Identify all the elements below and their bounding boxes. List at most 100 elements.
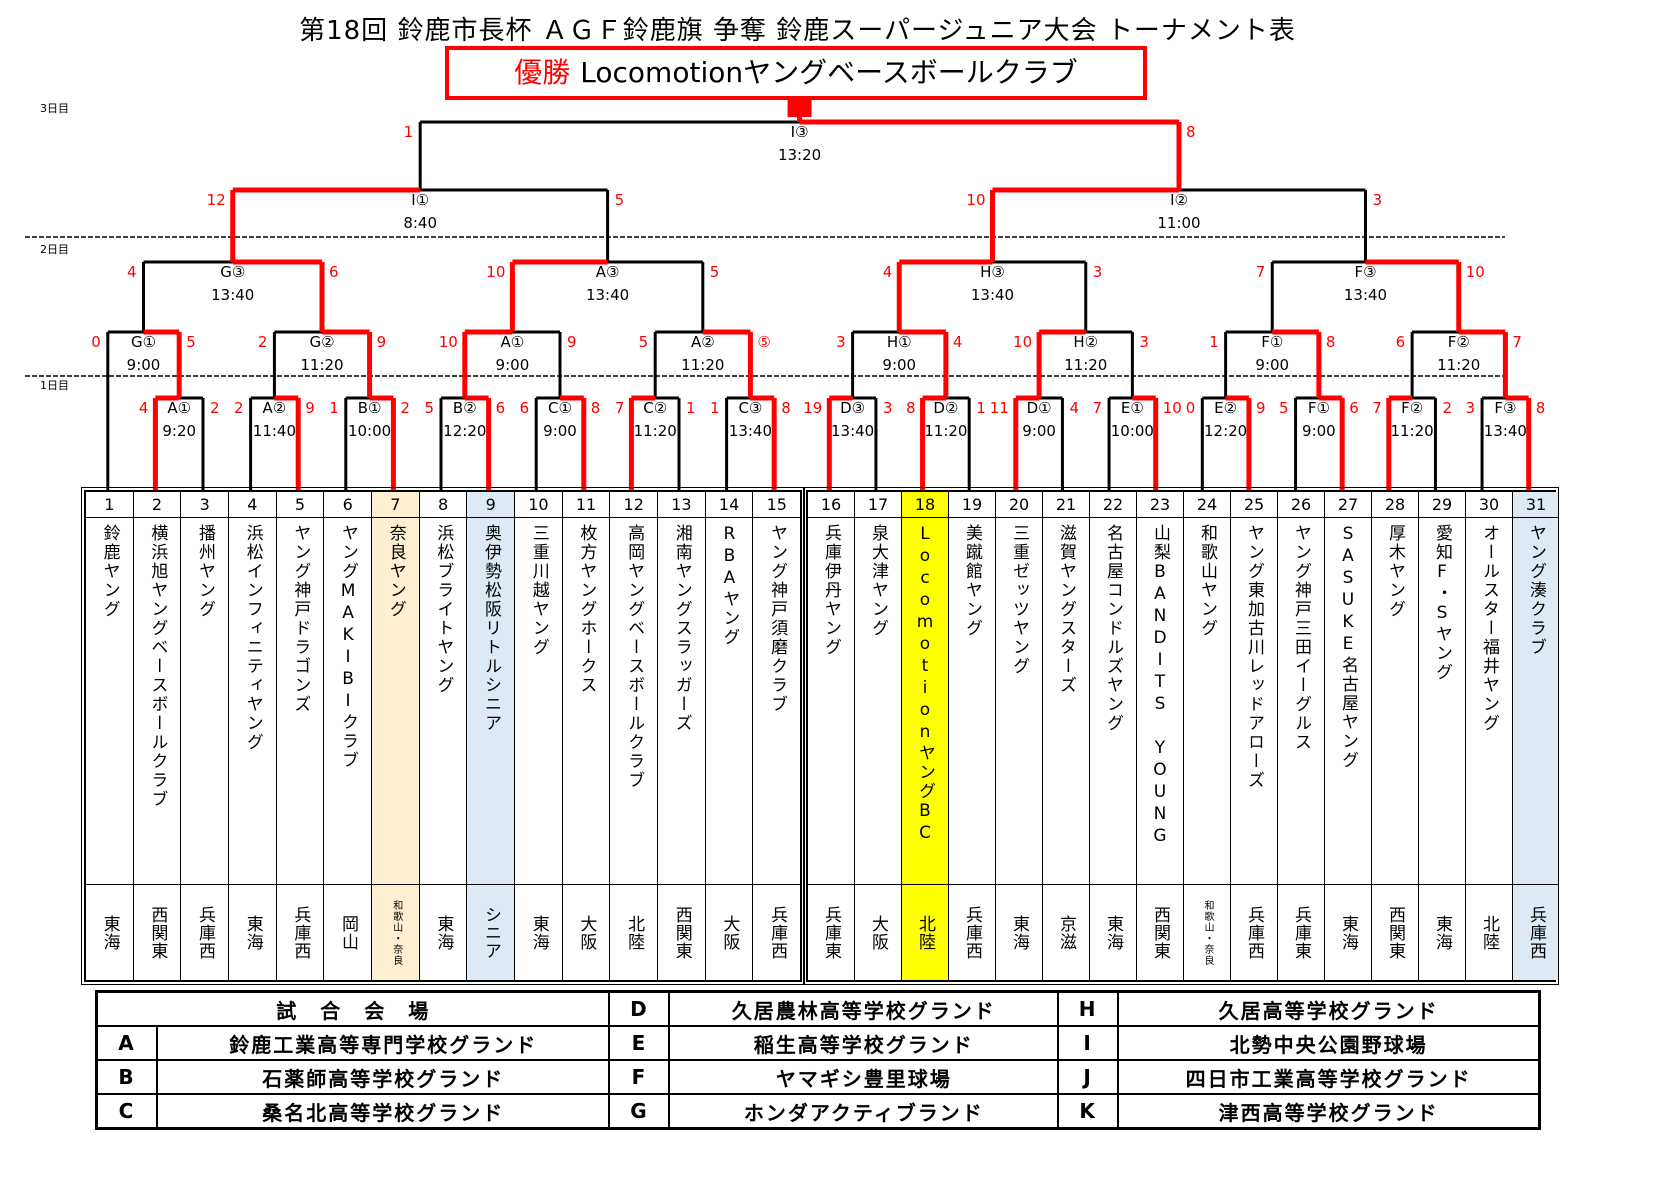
match-time: 8:40 xyxy=(403,214,437,232)
score-right: 7 xyxy=(1512,333,1522,351)
team-region: 兵庫西 xyxy=(195,905,216,960)
score-left: 10 xyxy=(486,263,505,281)
team-number: 8 xyxy=(419,492,467,518)
team-region: 京滋 xyxy=(1056,914,1076,951)
day-label-2: 2日目 xyxy=(40,243,69,256)
team-region: 兵庫西 xyxy=(767,905,788,960)
score-right: 6 xyxy=(496,399,506,417)
score-right: 3 xyxy=(883,399,893,417)
team-name: 浜松ブライトヤング xyxy=(419,518,467,885)
team-number: 19 xyxy=(949,492,995,518)
venue-name: 津西高等学校グランド xyxy=(1117,1093,1541,1130)
match-label: F② xyxy=(1448,333,1470,351)
team-region: 西関東 xyxy=(671,905,692,960)
match-time: 9:00 xyxy=(543,422,577,440)
team-region: 兵庫西 xyxy=(1244,905,1264,960)
score-left: 0 xyxy=(1186,399,1196,417)
team-name: 滋賀ヤングスターズ xyxy=(1043,518,1089,885)
match-time: 13:40 xyxy=(211,286,254,304)
team-name: 和歌山ヤング xyxy=(1184,518,1230,885)
match-label: G② xyxy=(309,333,334,351)
team-name: ヤング神戸三田イーグルス xyxy=(1278,518,1324,885)
team-name: ヤングMAKIBIクラブ xyxy=(324,518,372,885)
venue-code: G xyxy=(608,1093,671,1130)
team-region: 東海 xyxy=(433,914,454,951)
venue-code: H xyxy=(1057,990,1120,1027)
team-region: 東海 xyxy=(242,914,263,951)
match-label: A① xyxy=(501,333,525,351)
venue-name: 久居農林高等学校グランド xyxy=(668,990,1060,1027)
match-label: F① xyxy=(1261,333,1283,351)
match-time: 13:40 xyxy=(586,286,629,304)
match-label: E② xyxy=(1214,399,1237,417)
team-number: 9 xyxy=(467,492,515,518)
score-right: 8 xyxy=(1326,333,1336,351)
score-left: 7 xyxy=(615,399,625,417)
team-number: 6 xyxy=(324,492,372,518)
venue-name: 石薬師高等学校グランド xyxy=(155,1059,611,1095)
score-left: 1 xyxy=(710,399,720,417)
score-right: 4 xyxy=(1069,399,1079,417)
venue-name: 北勢中央公園野球場 xyxy=(1117,1025,1541,1061)
score-left: 2 xyxy=(258,333,268,351)
team-region: 西関東 xyxy=(147,905,168,960)
match-label: I① xyxy=(411,191,429,209)
score-right: 3 xyxy=(1093,263,1103,281)
match-time: 9:00 xyxy=(127,356,161,374)
score-right: 9 xyxy=(1256,399,1266,417)
team-number: 12 xyxy=(610,492,658,518)
match-time: 13:40 xyxy=(729,422,772,440)
score-right: 5 xyxy=(186,333,196,351)
score-left: 3 xyxy=(1466,399,1476,417)
score-left: 10 xyxy=(966,191,985,209)
score-left: 6 xyxy=(1396,333,1406,351)
match-label: F② xyxy=(1401,399,1423,417)
team-number: 2 xyxy=(133,492,181,518)
team-region: 兵庫西 xyxy=(1526,905,1546,960)
venue-code: K xyxy=(1057,1093,1120,1130)
score-right: 6 xyxy=(329,263,339,281)
team-number: 21 xyxy=(1043,492,1089,518)
match-label: A② xyxy=(691,333,715,351)
venue-name: ホンダアクティブランド xyxy=(668,1093,1060,1130)
team-name: 三重川越ヤング xyxy=(515,518,562,885)
match-label: A② xyxy=(263,399,287,417)
team-name: ヤング神戸須磨クラブ xyxy=(753,518,801,885)
score-left: 10 xyxy=(439,333,458,351)
match-time: 10:00 xyxy=(1111,422,1154,440)
score-left: 1 xyxy=(1209,333,1219,351)
match-label: C① xyxy=(548,399,572,417)
team-region: 和歌山・奈良 xyxy=(390,899,402,966)
venue-name: 四日市工業高等学校グランド xyxy=(1117,1059,1541,1095)
match-time: 13:40 xyxy=(831,422,874,440)
score-right: 2 xyxy=(1442,399,1452,417)
match-time: 11:20 xyxy=(1064,356,1107,374)
team-name: 横浜旭ヤングベースボールクラブ xyxy=(133,518,181,885)
match-time: 13:40 xyxy=(971,286,1014,304)
score-right: 2 xyxy=(210,399,220,417)
venue-name: 鈴鹿工業高等専門学校グランド xyxy=(155,1025,611,1061)
page-title: 第18回 鈴鹿市長杯 ＡＧＦ鈴鹿旗 争奪 鈴鹿スーパージュニア大会 トーナメント… xyxy=(299,16,1296,46)
score-right: 5 xyxy=(615,191,625,209)
match-time: 11:40 xyxy=(253,422,296,440)
day-label-1: 1日目 xyxy=(40,379,69,392)
team-number: 14 xyxy=(705,492,753,518)
score-left: 7 xyxy=(1372,399,1382,417)
